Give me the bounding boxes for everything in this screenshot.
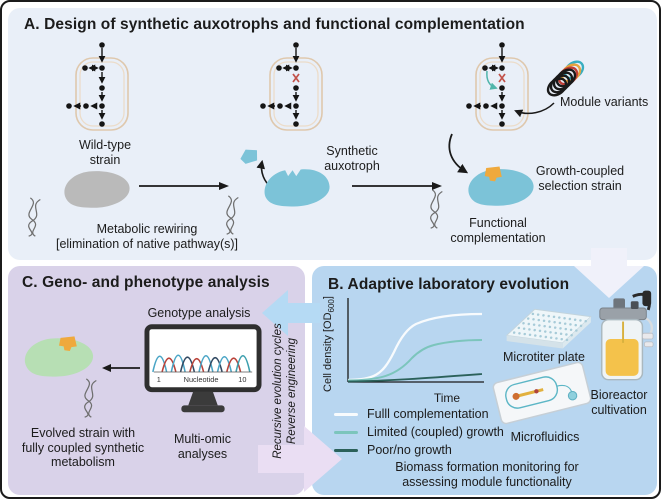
microtiter-plate-icon (505, 308, 592, 349)
excised-fragment-icon (240, 149, 258, 164)
chart-y-axis-label: Cell density [OD600] (322, 296, 337, 392)
dna-squiggle-icon (28, 197, 41, 237)
recursive-cycle-label: Recursive evolution cycles Reverse engin… (272, 323, 298, 459)
module-insertion-arrow-icon (448, 133, 469, 174)
dna-squiggle-icon (84, 378, 97, 418)
bioreactor-icon (599, 290, 654, 381)
module-patch-icon (484, 166, 502, 182)
monitor-chromatogram-icon: 1 Nucleotide 10 (144, 324, 262, 413)
legend-item-poor: Poor/no growth (334, 442, 452, 458)
panel-b-title: B. Adaptive laboratory evolution (328, 276, 570, 293)
module-bypass-arrow-icon (486, 70, 498, 90)
legend-item-full: Fulll complementation (334, 406, 489, 422)
module-variants-label: Module variants (560, 95, 649, 109)
growth-coupled-cell-icon (468, 166, 534, 206)
dna-squiggle-icon (226, 195, 239, 235)
legend-item-limited: Limited (coupled) growth (334, 424, 504, 440)
panel-c-analysis: C. Geno- and phenotype analysis Genotype… (8, 266, 305, 495)
panel-a-title: A. Design of synthetic auxotrophs and fu… (24, 16, 525, 33)
chromatogram-axis-label: Nucleotide (184, 375, 219, 384)
genotype-analysis-label: Genotype analysis (147, 306, 251, 320)
dna-squiggle-icon (430, 189, 443, 229)
evolved-strain-cell-icon (24, 336, 94, 377)
curve-full-complementation (347, 312, 483, 382)
flow-arrow-c-to-b-icon (258, 426, 342, 492)
synthetic-auxotroph-cell-icon (264, 169, 330, 207)
flow-arrow-a-to-b-icon (574, 248, 644, 298)
panel-a-design: A. Design of synthetic auxotrophs and fu… (8, 8, 657, 260)
knockout-x-icon (498, 73, 506, 83)
growth-curve-chart (347, 298, 484, 383)
microfluidics-label: Microfluidics (510, 430, 580, 444)
flow-arrow-b-to-c-icon (262, 290, 320, 336)
module-variants-plasmid-stack-icon (546, 60, 585, 97)
chromatogram-end-tick: 10 (238, 375, 246, 384)
curve-limited-growth (347, 339, 483, 382)
legend-swatch-limited (334, 430, 358, 434)
chromatogram-start-tick: 1 (157, 375, 161, 384)
microfluidics-chip-icon (492, 361, 592, 425)
microtiter-plate-label: Microtiter plate (503, 350, 585, 364)
module-patch-icon (59, 336, 77, 352)
step-arrow-rewiring-icon (139, 182, 229, 190)
legend-swatch-poor (334, 448, 358, 452)
module-variants-pointer-arrow-icon (514, 102, 555, 118)
result-arrow-icon (102, 364, 140, 372)
step-arrow-complementation-icon (352, 182, 442, 190)
curve-poor-growth (347, 373, 483, 383)
panel-c-title: C. Geno- and phenotype analysis (22, 274, 270, 291)
metabolic-pathway-wildtype-icon (66, 42, 129, 131)
legend-swatch-full (334, 412, 358, 416)
knockout-x-icon (292, 73, 300, 83)
metabolic-rewiring-label: Metabolic rewiring[elimination of native… (55, 222, 239, 251)
panel-b-evolution: B. Adaptive laboratory evolution Cell de… (312, 266, 657, 495)
wild-type-cell-icon (64, 171, 130, 208)
metabolic-pathway-complemented-icon (466, 42, 529, 131)
metabolic-pathway-knockout-icon (260, 42, 323, 131)
chart-x-axis-label: Time (433, 391, 461, 405)
